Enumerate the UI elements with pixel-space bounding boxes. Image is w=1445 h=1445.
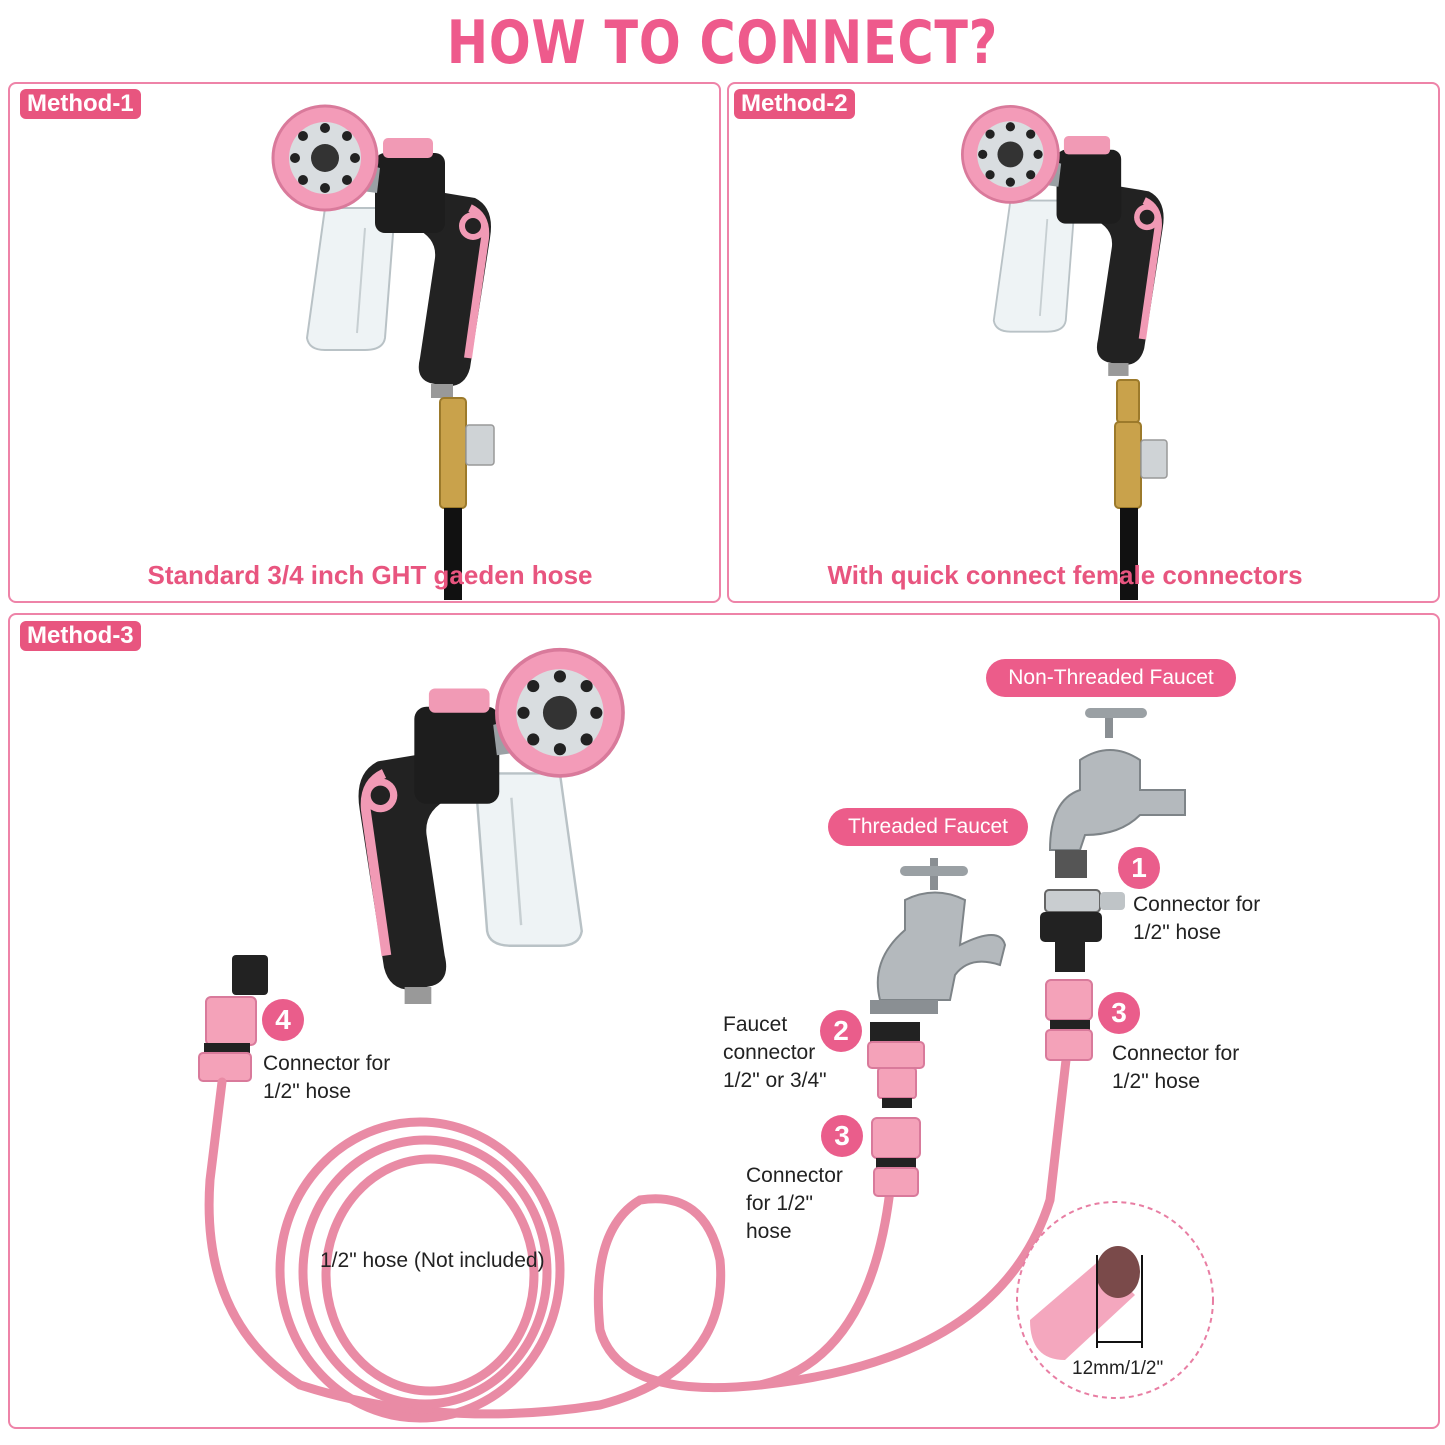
connector-3a-image (871, 1117, 921, 1197)
connector-4-image (198, 996, 257, 1082)
hose-detail-inset (1016, 1201, 1214, 1399)
page-title: HOW TO CONNECT? (446, 8, 999, 78)
connector-3b-image (1045, 979, 1093, 1061)
method-2-tag: Method-2 (734, 89, 855, 119)
step-3a-badge: 3 (821, 1115, 863, 1157)
step-2-badge: 2 (820, 1010, 862, 1052)
method-1-caption: Standard 3/4 inch GHT gaeden hose (147, 560, 593, 590)
non-threaded-faucet-label: Non-Threaded Faucet (986, 659, 1236, 697)
step-1-badge: 1 (1118, 847, 1160, 889)
method-1-tag: Method-1 (20, 89, 141, 119)
method-3-tag: Method-3 (20, 621, 141, 651)
method-2-caption: With quick connect female connectors (827, 560, 1303, 590)
non-threaded-faucet-image (1048, 708, 1186, 878)
step-4-badge: 4 (262, 999, 304, 1041)
connector-2-image (867, 1022, 925, 1108)
connector-1-image (1040, 889, 1125, 972)
method-3-nozzle-image (359, 650, 624, 1004)
method-1-nozzle-image (273, 106, 494, 600)
step-3b-badge: 3 (1098, 992, 1140, 1034)
threaded-faucet-image (870, 858, 1007, 1014)
hose-size-label: 12mm/1/2" (1072, 1358, 1164, 1379)
threaded-faucet-label: Threaded Faucet (828, 808, 1028, 846)
hose-image (204, 1055, 1071, 1423)
method-2-nozzle-image (962, 106, 1168, 600)
hose-label: 1/2" hose (Not included) (320, 1249, 545, 1272)
